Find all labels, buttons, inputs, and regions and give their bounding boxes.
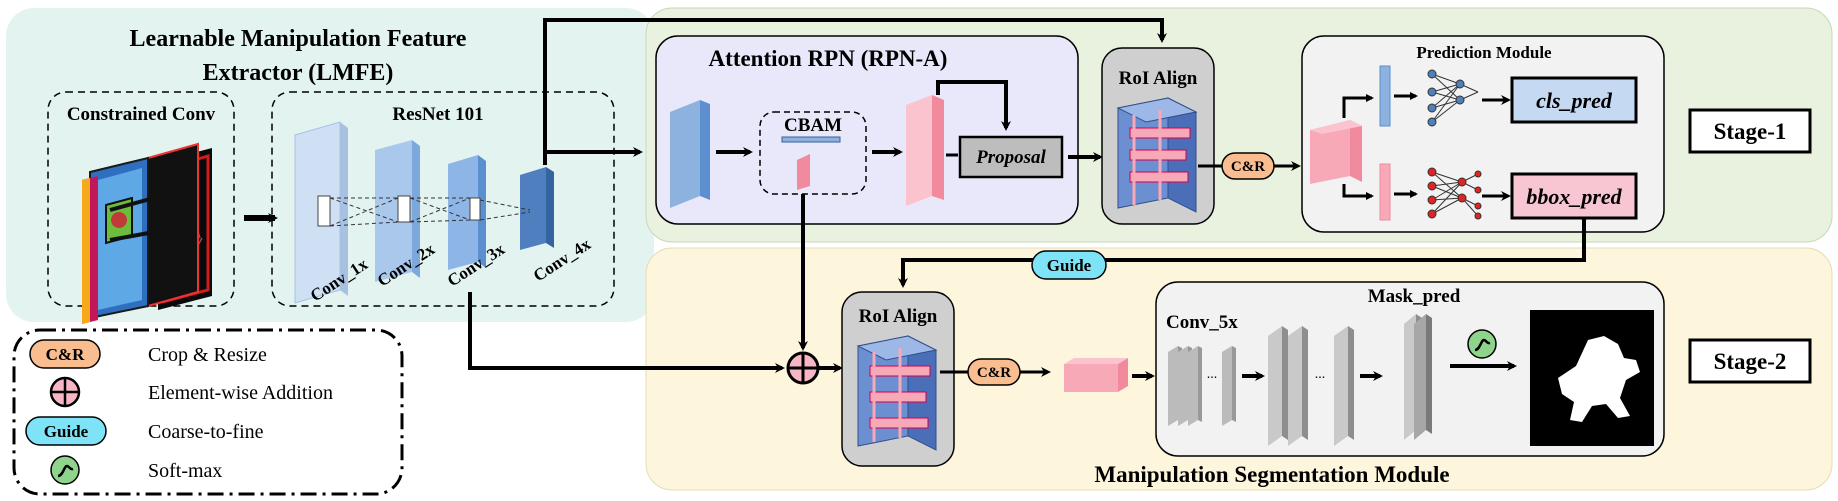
legend-item-element-wise-addition: Element-wise Addition [49,376,333,408]
bbox-feature-bar [1379,163,1391,221]
cube-to-bbox-branch [1342,184,1374,200]
guide-badge-label: Guide [1047,256,1092,275]
conv4-block [520,167,546,250]
proposal-box [958,135,1064,179]
legend-item-coarse-to-fine: Guide Coarse-to-fine [25,416,264,446]
deconv-dots: ... [1315,367,1326,382]
guide-badge [1031,250,1107,280]
conv3-block [448,155,478,270]
bbox-guide-line [898,218,1586,288]
predicted-mask-image [1530,310,1654,446]
legend-softmax-label: Soft-max [148,460,222,482]
lmfe-title-line1: Learnable Manipulation Feature [130,26,467,52]
constrained-conv-label: Constrained Conv [67,104,216,125]
output-stack [1404,314,1432,440]
bbox-pred-box [1510,172,1638,220]
rpn-input-block [670,100,710,208]
stage2-label: Stage-2 [1714,349,1787,374]
roi-align-top-cube [1116,97,1198,213]
cbam-box [759,111,867,195]
stage1-label: Stage-1 [1714,119,1787,144]
conv3-skip-line [468,292,785,373]
element-wise-addition-node [786,351,820,385]
legend-box [12,328,404,496]
roi-align-bottom-label: RoI Align [859,306,938,327]
roi-align-bottom-cube [856,335,938,451]
bbox-fc-network [1427,167,1482,220]
deconv-stack [1268,326,1354,446]
legend-cr-badge-label: C&R [46,345,85,364]
cr-badge-bottom-label: C&R [977,365,1011,381]
resnet-box [271,91,615,307]
cbam-spatial-block [797,154,810,190]
rpn-feature-block [906,95,944,206]
softmax-badge [1467,329,1497,359]
bbox-pred-label: bbox_pred [1526,184,1622,209]
prediction-input-cube [1310,120,1362,184]
stage1-label-box [1688,108,1812,154]
attention-rpn-title: Attention RPN (RPN-A) [709,46,948,71]
conv4-to-roi-top-line [543,18,1167,165]
cls-pred-box [1510,76,1638,124]
feature-to-proposal-arrow [936,80,1011,131]
legend-guide-badge [25,416,107,446]
roi-align-top-label: RoI Align [1119,68,1198,89]
cls-fc-network [1427,69,1479,127]
constrained-conv-image-stack [82,142,212,324]
legend-cr-badge [29,339,101,369]
prediction-module-title: Prediction Module [1416,43,1552,62]
conv5-dots: ... [1207,367,1218,382]
lmfe-title-line2: Extractor (LMFE) [203,60,394,86]
cls-feature-bar [1379,65,1391,127]
legend-guide-badge-label: Guide [44,422,89,441]
resnet-label: ResNet 101 [392,104,483,125]
legend-item-softmax: Soft-max [50,455,222,485]
legend-item-crop-resize: C&R Crop & Resize [29,339,267,369]
segmentation-module-title: Manipulation Segmentation Module [1094,462,1449,487]
conv5-stack [1168,346,1236,426]
proposal-label: Proposal [975,147,1046,168]
stage2-label-box [1688,338,1812,384]
cbam-label: CBAM [784,115,842,136]
conv5-label: Conv_5x [1166,312,1238,333]
legend-addition-label: Element-wise Addition [148,382,333,404]
conv2-block [375,140,412,282]
legend-crop-resize-label: Crop & Resize [148,344,267,366]
resnet-blocks [294,121,554,304]
cube-to-cls-branch [1342,94,1374,118]
mask-pred-title: Mask_pred [1368,286,1461,307]
legend-coarse-to-fine-label: Coarse-to-fine [148,421,264,443]
mask-input-feature [1064,358,1128,392]
cls-pred-label: cls_pred [1536,88,1613,113]
cr-badge-top-label: C&R [1231,159,1265,175]
cbam-channel-bar [781,136,841,143]
